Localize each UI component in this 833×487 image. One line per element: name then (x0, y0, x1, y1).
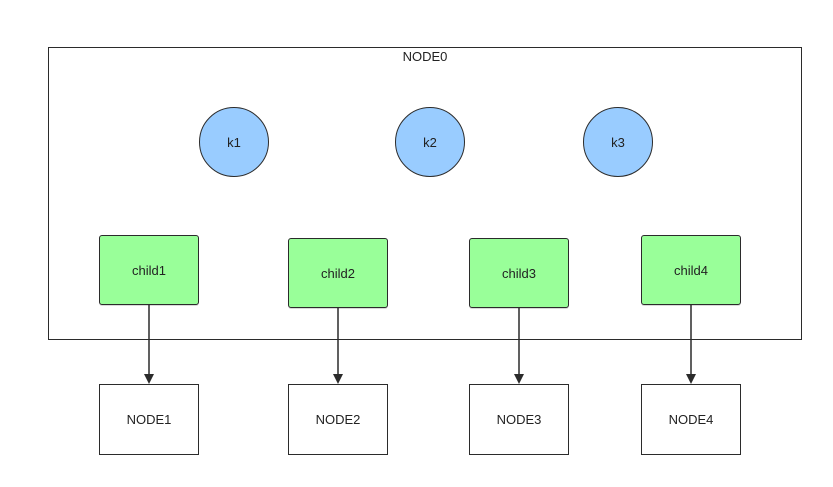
child1-box: child1 (99, 235, 199, 305)
child4-box: child4 (641, 235, 741, 305)
node4-box: NODE4 (641, 384, 741, 455)
node2-box: NODE2 (288, 384, 388, 455)
key-k1: k1 (199, 107, 269, 177)
node0-title: NODE0 (402, 49, 448, 64)
key-k2: k2 (395, 107, 465, 177)
node3-box: NODE3 (469, 384, 569, 455)
child2-box: child2 (288, 238, 388, 308)
node1-box: NODE1 (99, 384, 199, 455)
key-k3: k3 (583, 107, 653, 177)
child3-box: child3 (469, 238, 569, 308)
